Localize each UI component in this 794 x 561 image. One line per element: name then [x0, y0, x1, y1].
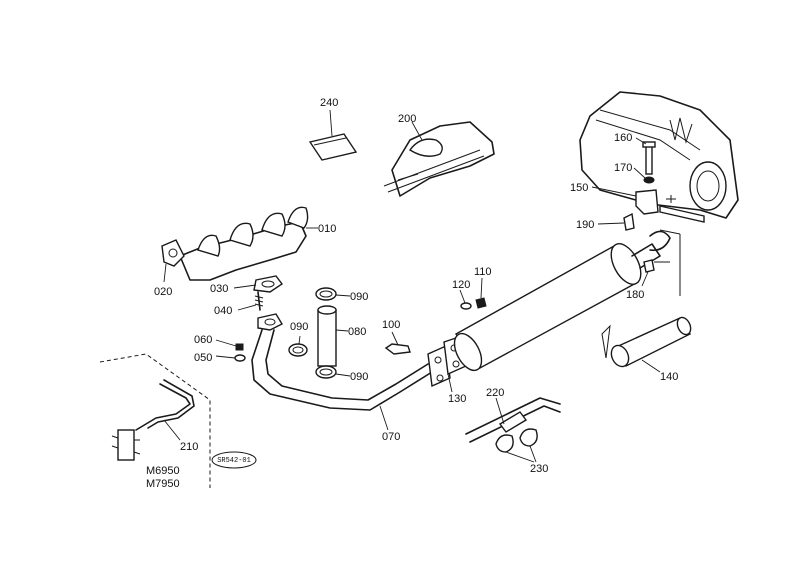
part-170-washer — [633, 167, 655, 184]
label-180: 180 — [626, 289, 644, 301]
part-220-wire — [465, 397, 561, 443]
mount-guide-lines — [654, 229, 681, 296]
label-130: 130 — [448, 393, 466, 405]
part-060-nut — [215, 339, 244, 351]
part-200-cover — [383, 121, 495, 197]
stamp-mark: SR542-01 — [211, 451, 257, 469]
part-110-nut — [475, 277, 487, 309]
label-200: 200 — [398, 113, 416, 125]
label-010: 010 — [318, 223, 336, 235]
model-label-2: M7950 — [146, 478, 180, 490]
model-label-1: M6950 — [146, 465, 180, 477]
part-080-hose — [317, 305, 349, 367]
muffler — [453, 243, 661, 372]
label-210: 210 — [180, 441, 198, 453]
label-190: 190 — [576, 219, 594, 231]
part-140-tailpipe — [601, 316, 692, 373]
part-100-bolt — [384, 331, 411, 355]
part-120-washer — [459, 289, 472, 310]
label-050: 050 — [194, 352, 212, 364]
part-090-clamp-left — [288, 335, 308, 357]
part-180-nut — [641, 259, 655, 287]
label-220: 220 — [486, 387, 504, 399]
part-190-bolt — [597, 212, 635, 231]
label-090-left: 090 — [290, 321, 308, 333]
part-160-bolt — [635, 137, 656, 175]
label-150: 150 — [570, 182, 588, 194]
label-240: 240 — [320, 97, 338, 109]
label-080: 080 — [348, 326, 366, 338]
part-230-clamps — [495, 428, 538, 463]
label-110: 110 — [474, 266, 492, 278]
part-150-bracket — [591, 186, 671, 252]
label-090-top: 090 — [350, 291, 368, 303]
transmission-housing — [579, 91, 739, 219]
part-040-stud — [237, 291, 264, 311]
part-010-manifold — [179, 206, 318, 281]
bracket-long-bolt — [659, 195, 705, 223]
label-140: 140 — [660, 371, 678, 383]
part-090-clamp-bottom — [315, 365, 351, 379]
label-060: 060 — [194, 334, 212, 346]
svg-text:SR542-01: SR542-01 — [217, 457, 251, 465]
label-160: 160 — [614, 132, 632, 144]
label-230: 230 — [530, 463, 548, 475]
part-050-washer — [215, 354, 246, 362]
optional-kit-region — [99, 353, 211, 488]
part-090-clamp-top — [315, 287, 351, 301]
part-030-gasket — [233, 275, 284, 293]
part-020-gasket — [161, 239, 185, 283]
part-240-sheet — [308, 109, 358, 161]
label-120: 120 — [452, 279, 470, 291]
label-030: 030 — [210, 283, 228, 295]
label-040: 040 — [214, 305, 232, 317]
label-100: 100 — [382, 319, 400, 331]
part-070-pipe — [251, 313, 433, 431]
label-070: 070 — [382, 431, 400, 443]
label-090-bottom: 090 — [350, 371, 368, 383]
label-170: 170 — [614, 162, 632, 174]
label-020: 020 — [154, 286, 172, 298]
